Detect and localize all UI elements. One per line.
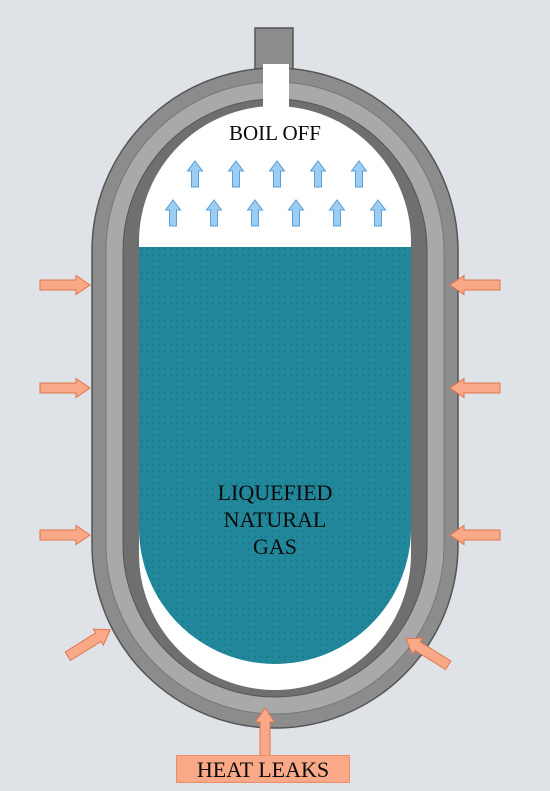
boil-off-arrow-icon: [350, 160, 368, 188]
neck-opening: [263, 64, 289, 114]
heat-leak-arrow-icon: [254, 707, 276, 759]
heat-leak-arrows: [39, 274, 501, 759]
lng-label-line: GAS: [252, 534, 297, 559]
heat-leak-arrow-icon: [449, 377, 501, 399]
heat-leak-arrow-icon: [405, 637, 452, 671]
lng-label-line: LIQUEFIED: [217, 480, 333, 505]
boil-off-arrow-icon: [268, 160, 286, 188]
boil-off-arrow-icon: [309, 160, 327, 188]
heat-leak-arrow-icon: [39, 274, 91, 296]
boil-off-arrow-icon: [246, 199, 264, 227]
heat-leak-arrow-icon: [449, 524, 501, 546]
lng-label-line: NATURAL: [223, 507, 327, 532]
heat-leak-arrow-icon: [39, 524, 91, 546]
boil-off-arrow-icon: [186, 160, 204, 188]
liquid-lng: [139, 247, 411, 664]
boil-off-arrow-icon: [287, 199, 305, 227]
boil-off-arrow-icon: [164, 199, 182, 227]
boil-off-label: BOIL OFF: [229, 121, 321, 145]
heat-leak-arrow-icon: [39, 377, 91, 399]
boil-off-arrow-icon: [227, 160, 245, 188]
boil-off-arrow-icon: [369, 199, 387, 227]
heat-leaks-label: HEAT LEAKS: [176, 755, 350, 783]
boil-off-arrow-icon: [205, 199, 223, 227]
heat-leak-arrow-icon: [449, 274, 501, 296]
boil-off-arrows: [164, 160, 387, 227]
heat-leak-arrow-icon: [64, 628, 111, 662]
boil-off-arrow-icon: [328, 199, 346, 227]
lng-label: LIQUEFIED NATURAL GAS: [150, 479, 400, 560]
